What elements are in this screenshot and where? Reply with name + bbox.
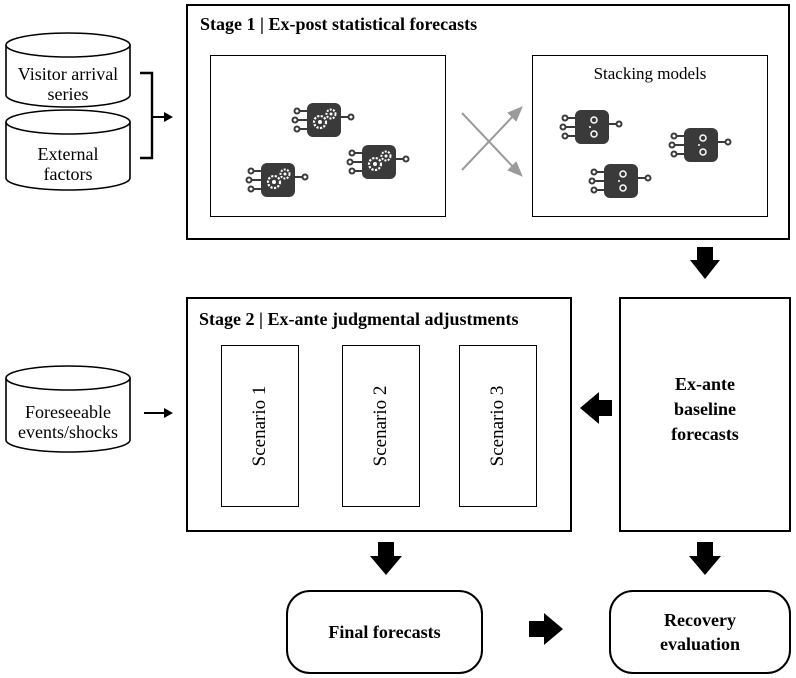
gear-chip-icon (245, 161, 309, 199)
recovery-evaluation-box: Recovery evaluation (609, 590, 791, 674)
scenario-1-box: Scenario 1 (221, 345, 299, 507)
external-factors-line1: External (37, 144, 99, 164)
model-chip-icon (668, 127, 732, 163)
crossing-arrows-icon (461, 106, 523, 177)
final-forecasts-box: Final forecasts (286, 590, 483, 674)
input-bracket (140, 71, 154, 160)
gear-chip-icon (291, 101, 355, 139)
baseline-forecasts-label: Ex-ante baseline forecasts (619, 372, 791, 447)
scenario-3-label: Scenario 3 (487, 385, 508, 467)
cylinder-database-icon (5, 109, 131, 191)
cylinder-database-icon (5, 32, 131, 108)
baseline-line3: forecasts (671, 424, 739, 444)
visitor-arrival-label: Visitor arrival series (6, 64, 130, 104)
cylinder-database-icon (5, 365, 131, 453)
recovery-line1: Recovery (664, 610, 736, 630)
visitor-arrival-line1: Visitor arrival (17, 64, 119, 84)
scenario-1-label: Scenario 1 (249, 385, 270, 467)
baseline-line1: Ex-ante (675, 374, 735, 394)
gear-chip-icon (346, 143, 410, 181)
foreseeable-line2: events/shocks (18, 422, 118, 442)
baseline-forecasts-box (619, 297, 791, 532)
visitor-arrival-line2: series (47, 84, 89, 104)
bracket-arrow (152, 112, 173, 122)
stage2-box (186, 297, 572, 532)
foreseeable-arrow (144, 408, 173, 418)
scenario-2-box: Scenario 2 (342, 345, 420, 507)
stage1-title: Stage 1 | Ex-post statistical forecasts (200, 14, 478, 34)
foreseeable-label: Foreseeable events/shocks (6, 402, 130, 442)
stacking-models-label: Stacking models (593, 64, 707, 83)
model-chip-icon (559, 109, 623, 145)
recovery-evaluation-label: Recovery evaluation (660, 608, 740, 656)
baseline-line2: baseline (673, 399, 736, 419)
stage1-box (186, 4, 790, 240)
recovery-line2: evaluation (659, 634, 740, 654)
external-factors-line2: factors (43, 164, 93, 184)
foreseeable-line1: Foreseeable (25, 402, 111, 422)
block-arrow-icon (370, 247, 721, 645)
scenario-2-label: Scenario 2 (370, 385, 391, 467)
stage2-title: Stage 2 | Ex-ante judgmental adjustments (199, 309, 519, 329)
scenario-3-box: Scenario 3 (459, 345, 537, 507)
external-factors-label: External factors (6, 144, 130, 184)
final-forecasts-label: Final forecasts (328, 622, 441, 642)
model-chip-icon (588, 163, 652, 199)
